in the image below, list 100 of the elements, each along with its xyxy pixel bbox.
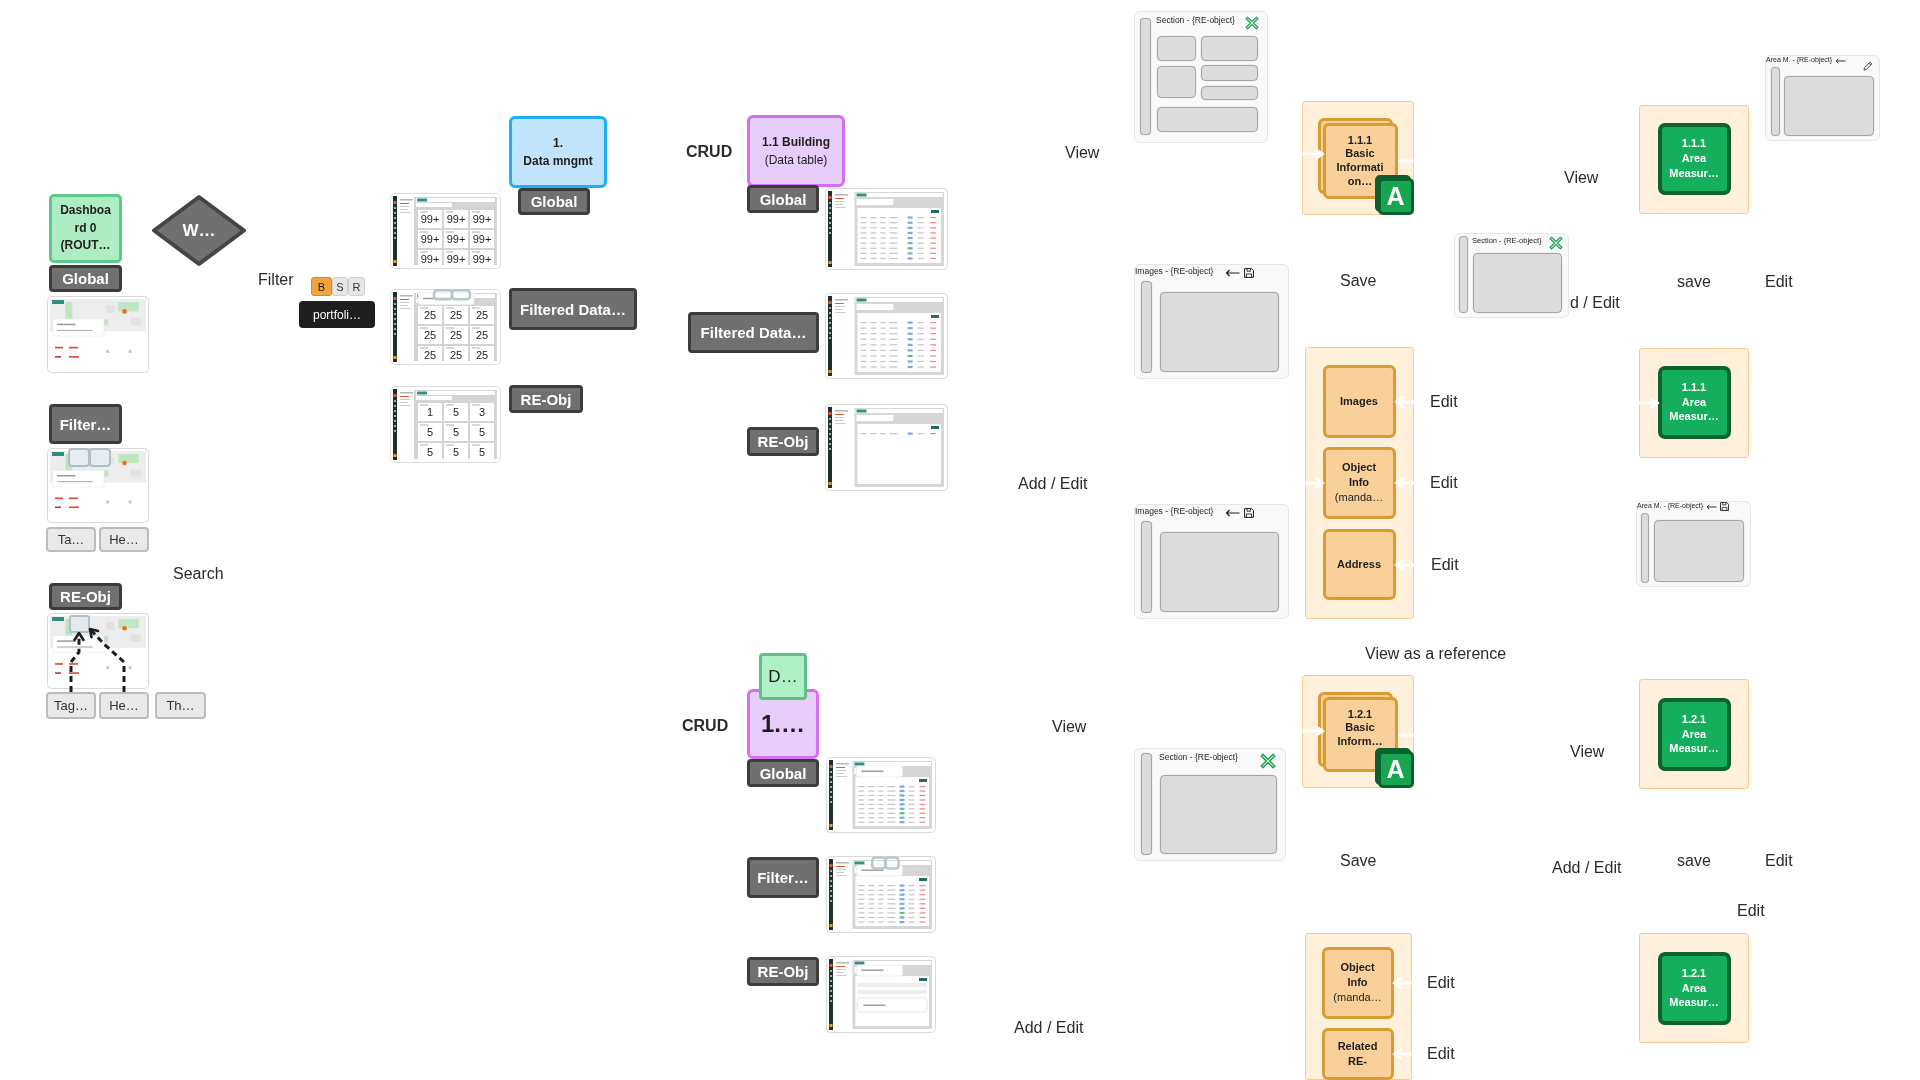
section-frame — [1639, 933, 1749, 1043]
connector-arrow — [1302, 148, 1325, 160]
connector-arrow — [1305, 477, 1325, 489]
annotation-label: Save — [1340, 851, 1377, 871]
subsection-card — [1657, 122, 1731, 195]
scope-tag — [49, 583, 122, 610]
annotation-label: Add / Edit — [1014, 1018, 1084, 1038]
wireframe-card — [1134, 748, 1286, 861]
wireframe-card — [1636, 501, 1751, 587]
scope-tag — [747, 857, 819, 898]
connector-arrow — [1392, 1048, 1412, 1060]
node-label: RE-Obj — [520, 390, 572, 408]
annotation-label: Edit — [1427, 1044, 1455, 1064]
selector-pill — [299, 301, 375, 328]
node-label: Data mngmt — [523, 153, 593, 170]
annotation-label: Edit — [1430, 473, 1458, 493]
screen-box — [49, 194, 122, 263]
connector-arrow — [1394, 477, 1414, 489]
badge-letter: A — [1386, 183, 1405, 209]
node-label: 1. — [553, 135, 563, 152]
section-frame — [1305, 347, 1414, 619]
metric-value: 25 — [422, 328, 438, 343]
node-label: Ta… — [57, 532, 85, 547]
node-label: He… — [109, 532, 139, 547]
wireframe-card — [1765, 55, 1880, 141]
node-label: B — [317, 280, 326, 293]
node-label: Global — [759, 764, 807, 782]
scope-tag — [518, 188, 590, 215]
metric-value: 99+ — [419, 232, 441, 247]
node-label: Address — [1337, 556, 1381, 572]
node-label: (manda… — [1334, 489, 1384, 505]
connector-arrow — [69, 631, 85, 692]
connector-line — [1398, 159, 1414, 163]
heading-label: CRUD — [682, 716, 729, 736]
badge-letter: A — [1386, 756, 1405, 782]
metric-value: 99+ — [445, 232, 467, 247]
annotation-label: save — [1677, 851, 1711, 871]
connector-line — [1398, 733, 1414, 737]
annotation-label: save — [1677, 272, 1711, 292]
metric-value: 99+ — [445, 252, 467, 267]
scope-tag — [747, 957, 819, 986]
annotation-label: Save — [1340, 271, 1377, 291]
node-label: RE-Obj — [60, 588, 111, 605]
subsection-card — [1657, 951, 1731, 1025]
annotation-label: Add / Edit — [1018, 474, 1088, 494]
node-label: W… — [182, 220, 216, 241]
screenshot-thumbnail — [390, 289, 501, 365]
node-label: Global — [759, 190, 807, 208]
card-title: Images - {RE-object} — [1135, 506, 1214, 517]
wireframe-card — [1134, 504, 1289, 619]
letter-badge — [1377, 750, 1414, 788]
scope-tag — [747, 427, 819, 456]
scope-tag — [509, 385, 583, 413]
heading-label: CRUD — [686, 142, 733, 162]
annotation-label: View — [1570, 742, 1605, 762]
node-label: Global — [530, 193, 578, 210]
metric-value: 5 — [477, 445, 487, 460]
node-label: (manda… — [1333, 989, 1382, 1005]
tab-chip — [155, 692, 206, 719]
node-label: Images — [1340, 393, 1378, 409]
annotation-label: Add / Edit — [1552, 858, 1622, 878]
metric-value: 25 — [448, 328, 464, 343]
annotation-label: Edit — [1431, 555, 1459, 575]
scope-tag — [49, 404, 122, 444]
section-card — [1321, 946, 1394, 1019]
annotation-label: Edit — [1737, 901, 1765, 921]
node-label: RE-Obj — [757, 963, 809, 980]
filter-chip — [348, 277, 365, 296]
node-label: 1.1.1 Basic Information… — [1335, 133, 1385, 189]
section-frame — [1302, 675, 1414, 788]
node-label: portfoli… — [313, 307, 361, 322]
node-label: RE-Obj — [757, 433, 809, 450]
node-label: Filter… — [59, 415, 112, 433]
node-label: 1.1.1 Area Measur… — [1669, 136, 1719, 181]
node-label: 1.2.1 Basic Inform… — [1336, 707, 1384, 749]
node-label: 1.1.1 Area Measur… — [1669, 379, 1719, 425]
node-label: 1.2.1 Area Measur… — [1669, 711, 1719, 757]
metric-value: 1 — [425, 405, 435, 420]
letter-badge — [1377, 177, 1414, 215]
scope-tag — [747, 185, 819, 213]
node-label: Filter… — [757, 869, 809, 886]
node-label: Filtered Data… — [520, 300, 626, 318]
annotation-label: View — [1564, 168, 1599, 188]
connector-arrow — [1302, 725, 1325, 737]
wireframe-card — [1454, 233, 1569, 318]
section-card — [1322, 364, 1396, 438]
section-frame — [1302, 101, 1414, 215]
node-label: Dashboard 0 (ROUT… — [60, 202, 111, 255]
section-card — [1322, 528, 1396, 600]
placeholder-chip — [69, 615, 90, 633]
screen-box — [509, 116, 607, 188]
section-frame — [1305, 933, 1412, 1080]
metric-value: 25 — [448, 308, 464, 323]
node-label: Filtered Data… — [700, 324, 807, 341]
metric-value: 99+ — [445, 212, 467, 227]
subsection-card — [1657, 697, 1731, 771]
node-label: D… — [768, 666, 798, 687]
node-label: Object Info — [1339, 960, 1376, 990]
screenshot-thumbnail — [390, 386, 501, 463]
metric-value: 25 — [422, 308, 438, 323]
